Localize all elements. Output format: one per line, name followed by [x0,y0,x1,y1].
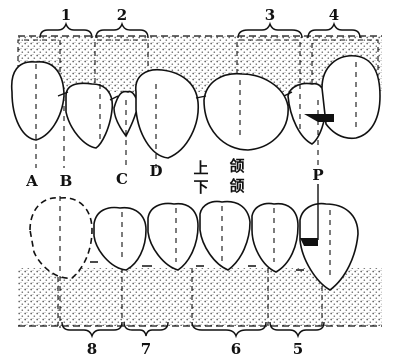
lower-tooth-3 [148,204,198,270]
group-label-1: 1 [61,6,71,24]
lower-jaw-char: 下 [193,178,208,196]
lower-jaw-word: 颌 [229,177,244,195]
group-label-5: 5 [293,340,303,358]
group-label-8: 8 [87,340,97,358]
upper-tooth-5 [204,74,288,150]
point-label-p: P [312,166,323,184]
upper-tooth-7 [322,56,380,139]
point-label-d: D [149,162,162,180]
lower-tooth-2 [94,208,146,270]
group-label-4: 4 [329,6,339,24]
group-label-6: 6 [231,340,241,358]
point-label-a: A [25,172,38,190]
group-label-3: 3 [265,6,275,24]
lower-tooth-4 [200,202,250,271]
upper-jaw-word: 颌 [229,157,244,175]
lower-tooth-5 [252,204,298,273]
point-label-b: B [60,172,73,190]
lower-tooth-1 [30,198,92,278]
point-label-c: C [116,170,128,188]
group-label-2: 2 [117,6,127,24]
upper-tooth-4 [136,70,198,158]
group-label-7: 7 [141,340,151,358]
upper-tooth-2 [66,83,112,148]
upper-tooth-1 [12,62,64,140]
upper-jaw-char: 上 [193,159,208,177]
upper-tooth-6 [288,84,326,145]
